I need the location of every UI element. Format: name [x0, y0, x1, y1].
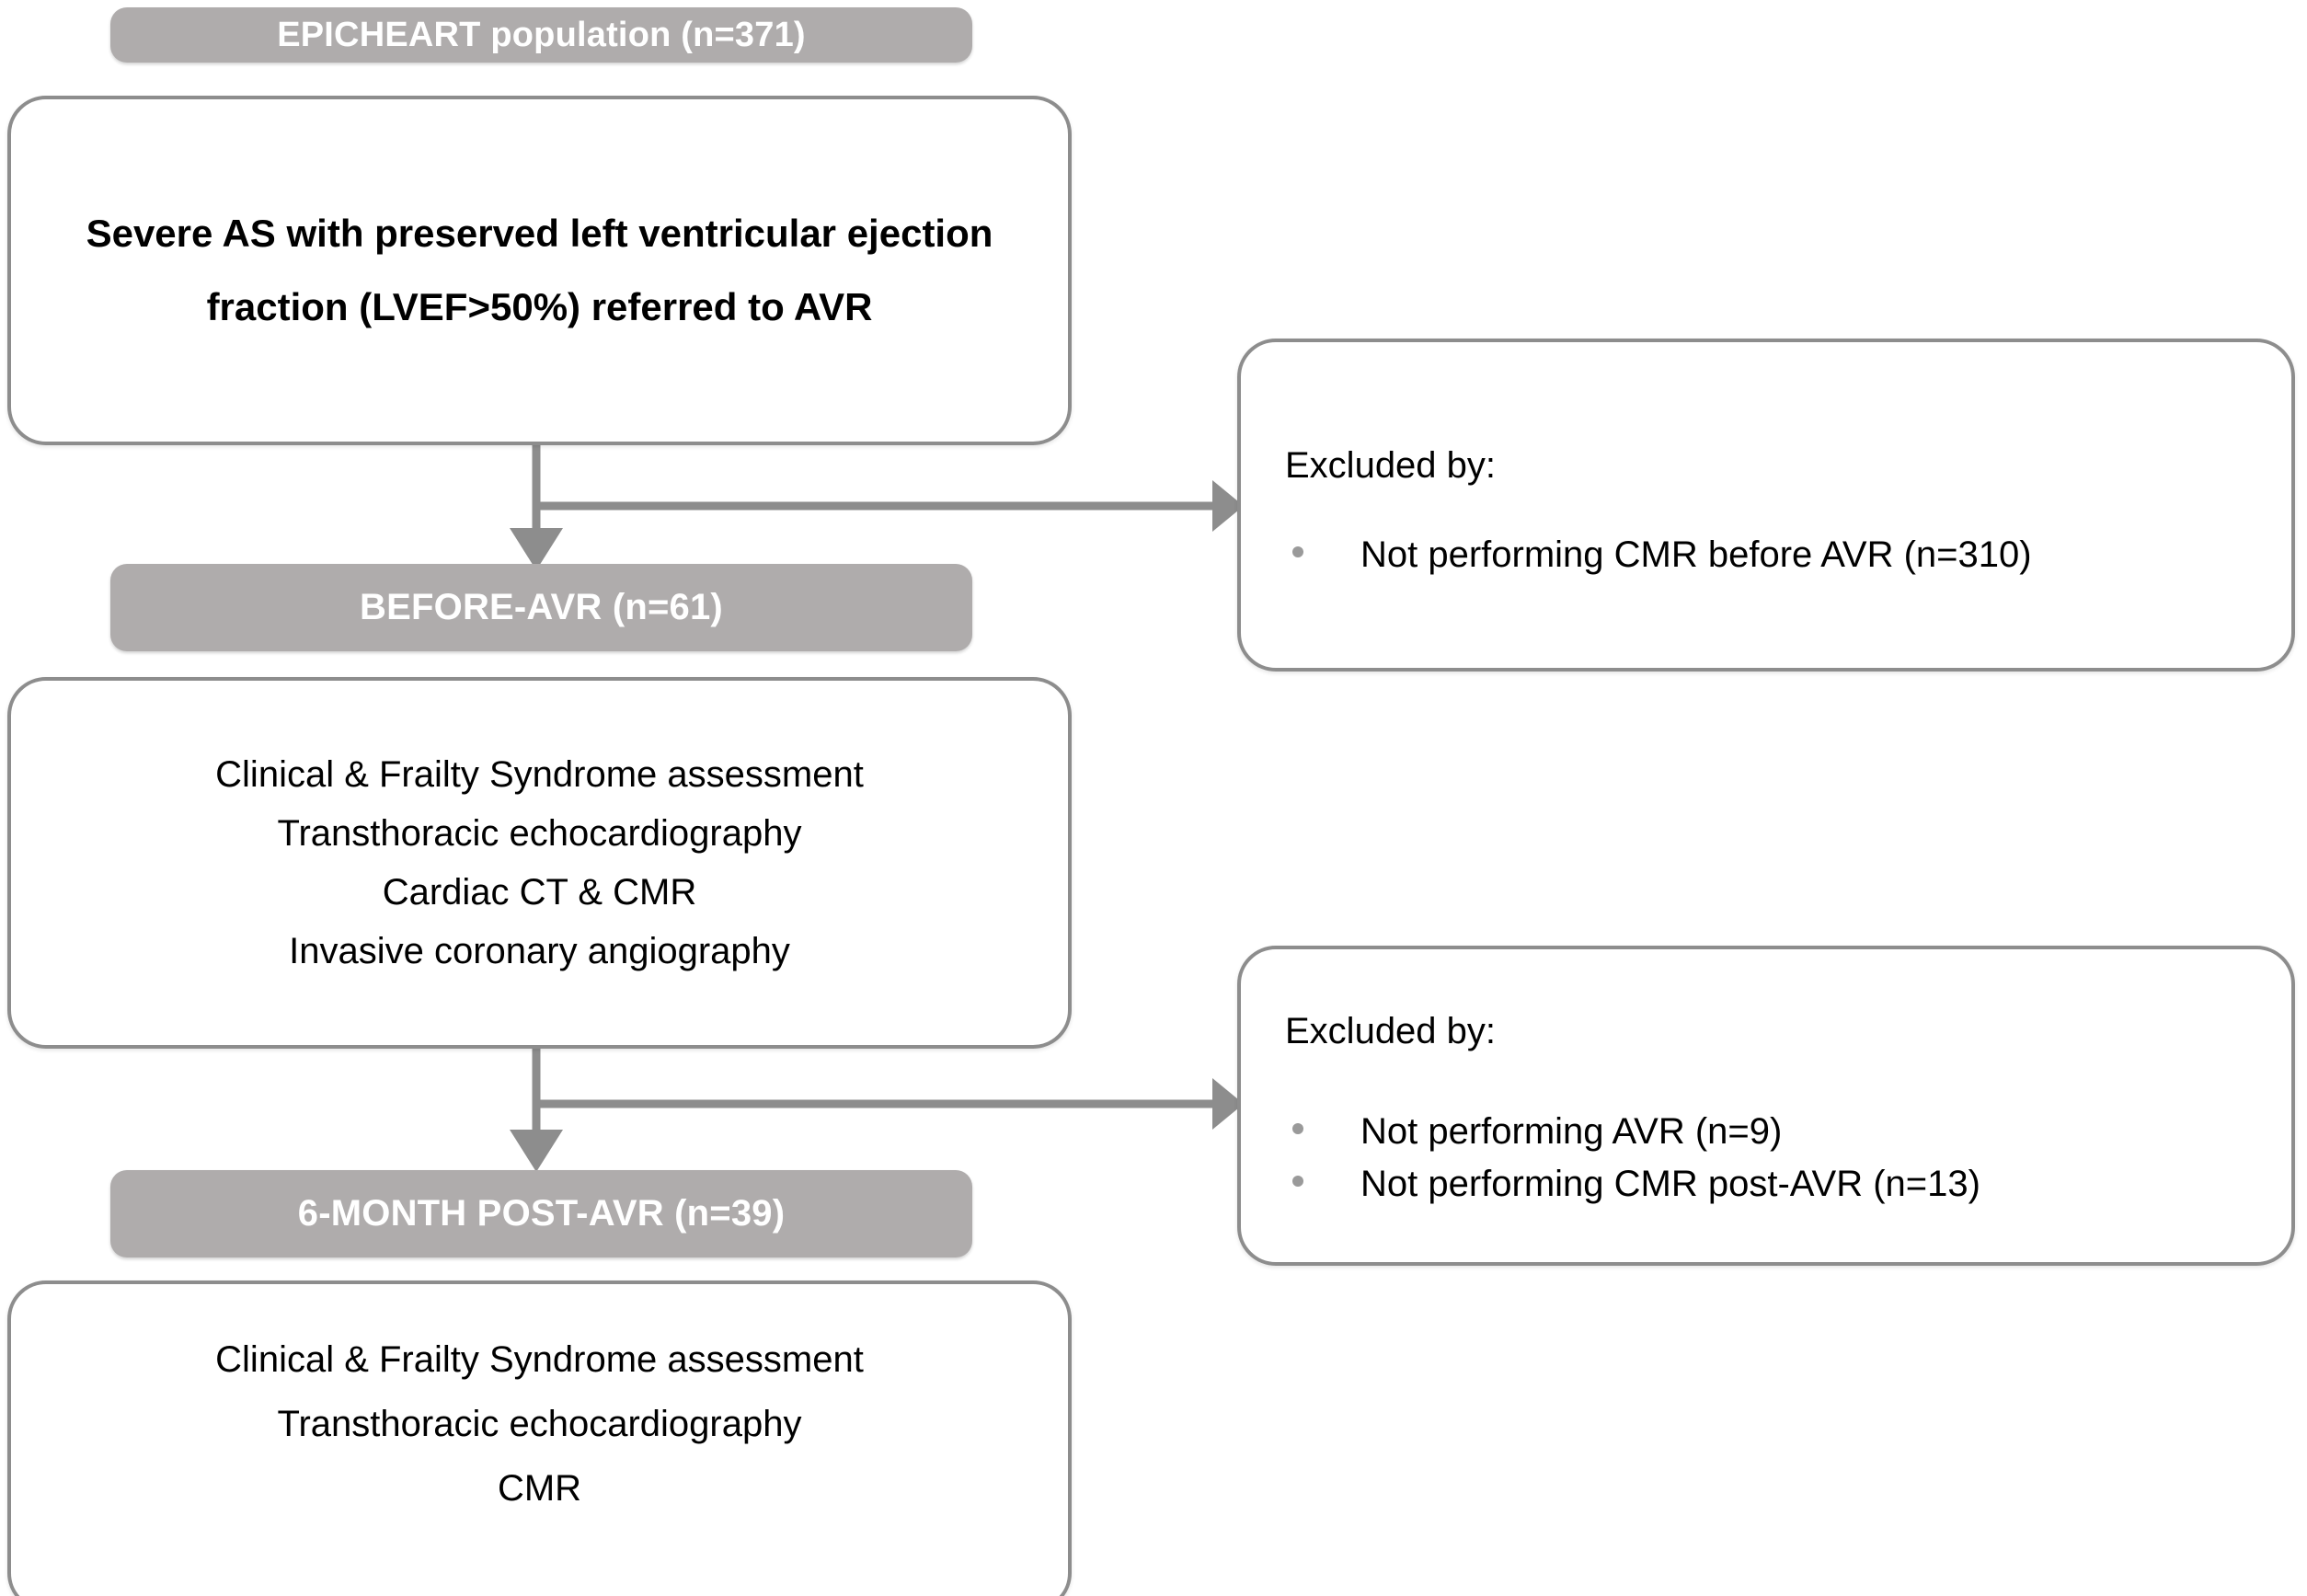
- exclusion-title: Excluded by:: [1285, 445, 1497, 486]
- exclusion-item-label: Not performing CMR post-AVR (n=13): [1360, 1163, 1980, 1204]
- stage-line: Cardiac CT & CMR: [382, 872, 697, 913]
- stage-line: Transthoracic echocardiography: [277, 813, 802, 854]
- stage-box-post-avr: Clinical & Frailty Syndrome assessment T…: [7, 1280, 1072, 1596]
- exclusion-list-1: Not performing CMR before AVR (n=310): [1285, 534, 2251, 576]
- exclusion-box-2: Excluded by: Not performing AVR (n=9) No…: [1237, 946, 2295, 1266]
- exclusion-list-2: Not performing AVR (n=9) Not performing …: [1285, 1111, 2251, 1205]
- stage-line: fraction (LVEF>50%) referred to AVR: [206, 285, 873, 328]
- exclusion-list-item: Not performing CMR post-AVR (n=13): [1285, 1164, 2251, 1205]
- arrowhead-down-2: [510, 1130, 563, 1172]
- stage-box-epicheart: Severe AS with preserved left ventricula…: [7, 96, 1072, 445]
- exclusion-item-label: Not performing CMR before AVR (n=310): [1360, 534, 2032, 575]
- exclusion-box-1: Excluded by: Not performing CMR before A…: [1237, 339, 2295, 672]
- stage-line: Severe AS with preserved left ventricula…: [86, 211, 993, 255]
- stage-box-before-avr: Clinical & Frailty Syndrome assessment T…: [7, 677, 1072, 1049]
- exclusion-title: Excluded by:: [1285, 1010, 1497, 1051]
- exclusion-item-label: Not performing AVR (n=9): [1360, 1110, 1783, 1152]
- stage-line: Transthoracic echocardiography: [277, 1404, 802, 1444]
- exclusion-list-item: Not performing AVR (n=9): [1285, 1111, 2251, 1153]
- exclusion-list-item: Not performing CMR before AVR (n=310): [1285, 534, 2251, 576]
- stage-header-post-avr: 6-MONTH POST-AVR (n=39): [110, 1170, 972, 1257]
- stage-line: Invasive coronary angiography: [289, 931, 790, 971]
- stage-header-epicheart: EPICHEART population (n=371): [110, 7, 972, 63]
- stage-header-before-avr: BEFORE-AVR (n=61): [110, 564, 972, 651]
- bullet-icon: [1292, 1122, 1303, 1134]
- stage-line: Clinical & Frailty Syndrome assessment: [215, 754, 864, 795]
- stage-line: CMR: [497, 1468, 582, 1509]
- stage-line: Clinical & Frailty Syndrome assessment: [215, 1339, 864, 1380]
- bullet-icon: [1292, 1175, 1303, 1187]
- bullet-icon: [1292, 546, 1303, 557]
